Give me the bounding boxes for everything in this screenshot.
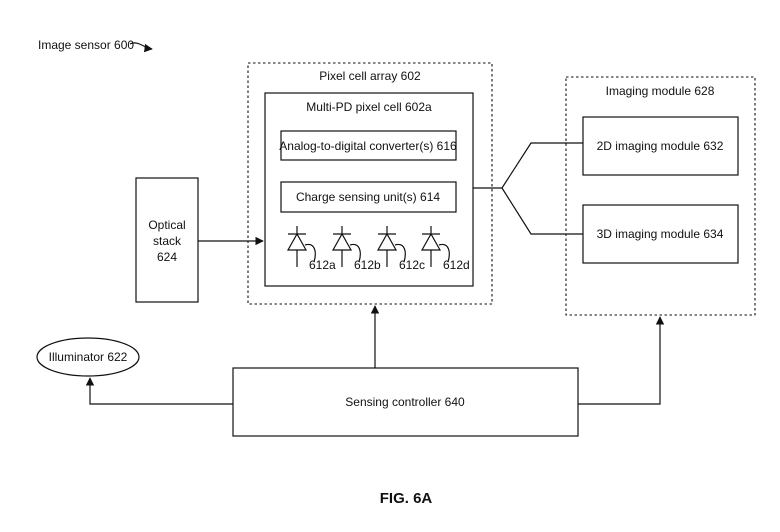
photodiode-612c: 612c xyxy=(376,226,425,272)
photodiode-612b: 612b xyxy=(331,226,381,272)
imaging-2d-box xyxy=(582,116,739,176)
sensing-controller-label: Sensing controller 640 xyxy=(345,395,465,409)
imaging-3d-label: 3D imaging module 634 xyxy=(597,227,724,241)
optical-stack-label-line-1: Optical xyxy=(148,218,185,232)
adc-box xyxy=(280,130,457,161)
pixel-to-2d-connector xyxy=(473,142,583,189)
photodiode-612a: 612a xyxy=(286,226,336,272)
image-sensor-pointer-arrow xyxy=(129,42,153,53)
illuminator-ellipse xyxy=(36,337,140,377)
photodiode-612d: 612d xyxy=(420,226,470,272)
photodiode-label: 612d xyxy=(443,258,470,272)
adc-label: Analog-to-digital converter(s) 616 xyxy=(279,139,457,153)
figure-label: FIG. 6A xyxy=(380,490,433,507)
photodiode-label: 612b xyxy=(354,258,381,272)
imaging-module-label: Imaging module 628 xyxy=(606,84,715,98)
optical-stack-box xyxy=(135,177,199,303)
sensing-controller-box xyxy=(232,367,579,437)
optical-stack-label-line-3: 624 xyxy=(157,250,177,264)
pixel-cell-array-container xyxy=(247,62,493,305)
optical-stack-label-line-2: stack xyxy=(153,234,182,248)
multi-pd-pixel-cell-label: Multi-PD pixel cell 602a xyxy=(306,100,432,114)
pixel-cell-array-label: Pixel cell array 602 xyxy=(319,69,421,83)
illuminator-label: Illuminator 622 xyxy=(49,350,128,364)
pixel-to-3d-connector xyxy=(501,187,583,235)
photodiode-group: 612a 612b 612c 612d xyxy=(286,226,470,272)
charge-sensing-box xyxy=(280,181,457,213)
photodiode-label: 612c xyxy=(399,258,425,272)
image-sensor-label: Image sensor 600 xyxy=(38,38,134,52)
imaging-2d-label: 2D imaging module 632 xyxy=(597,139,724,153)
controller-to-illuminator-arrow xyxy=(85,377,233,405)
controller-to-imaging-module-arrow xyxy=(578,316,665,405)
imaging-module-container xyxy=(565,76,756,316)
charge-sensing-label: Charge sensing unit(s) 614 xyxy=(296,190,440,204)
imaging-3d-box xyxy=(582,204,739,264)
photodiode-label: 612a xyxy=(309,258,336,272)
